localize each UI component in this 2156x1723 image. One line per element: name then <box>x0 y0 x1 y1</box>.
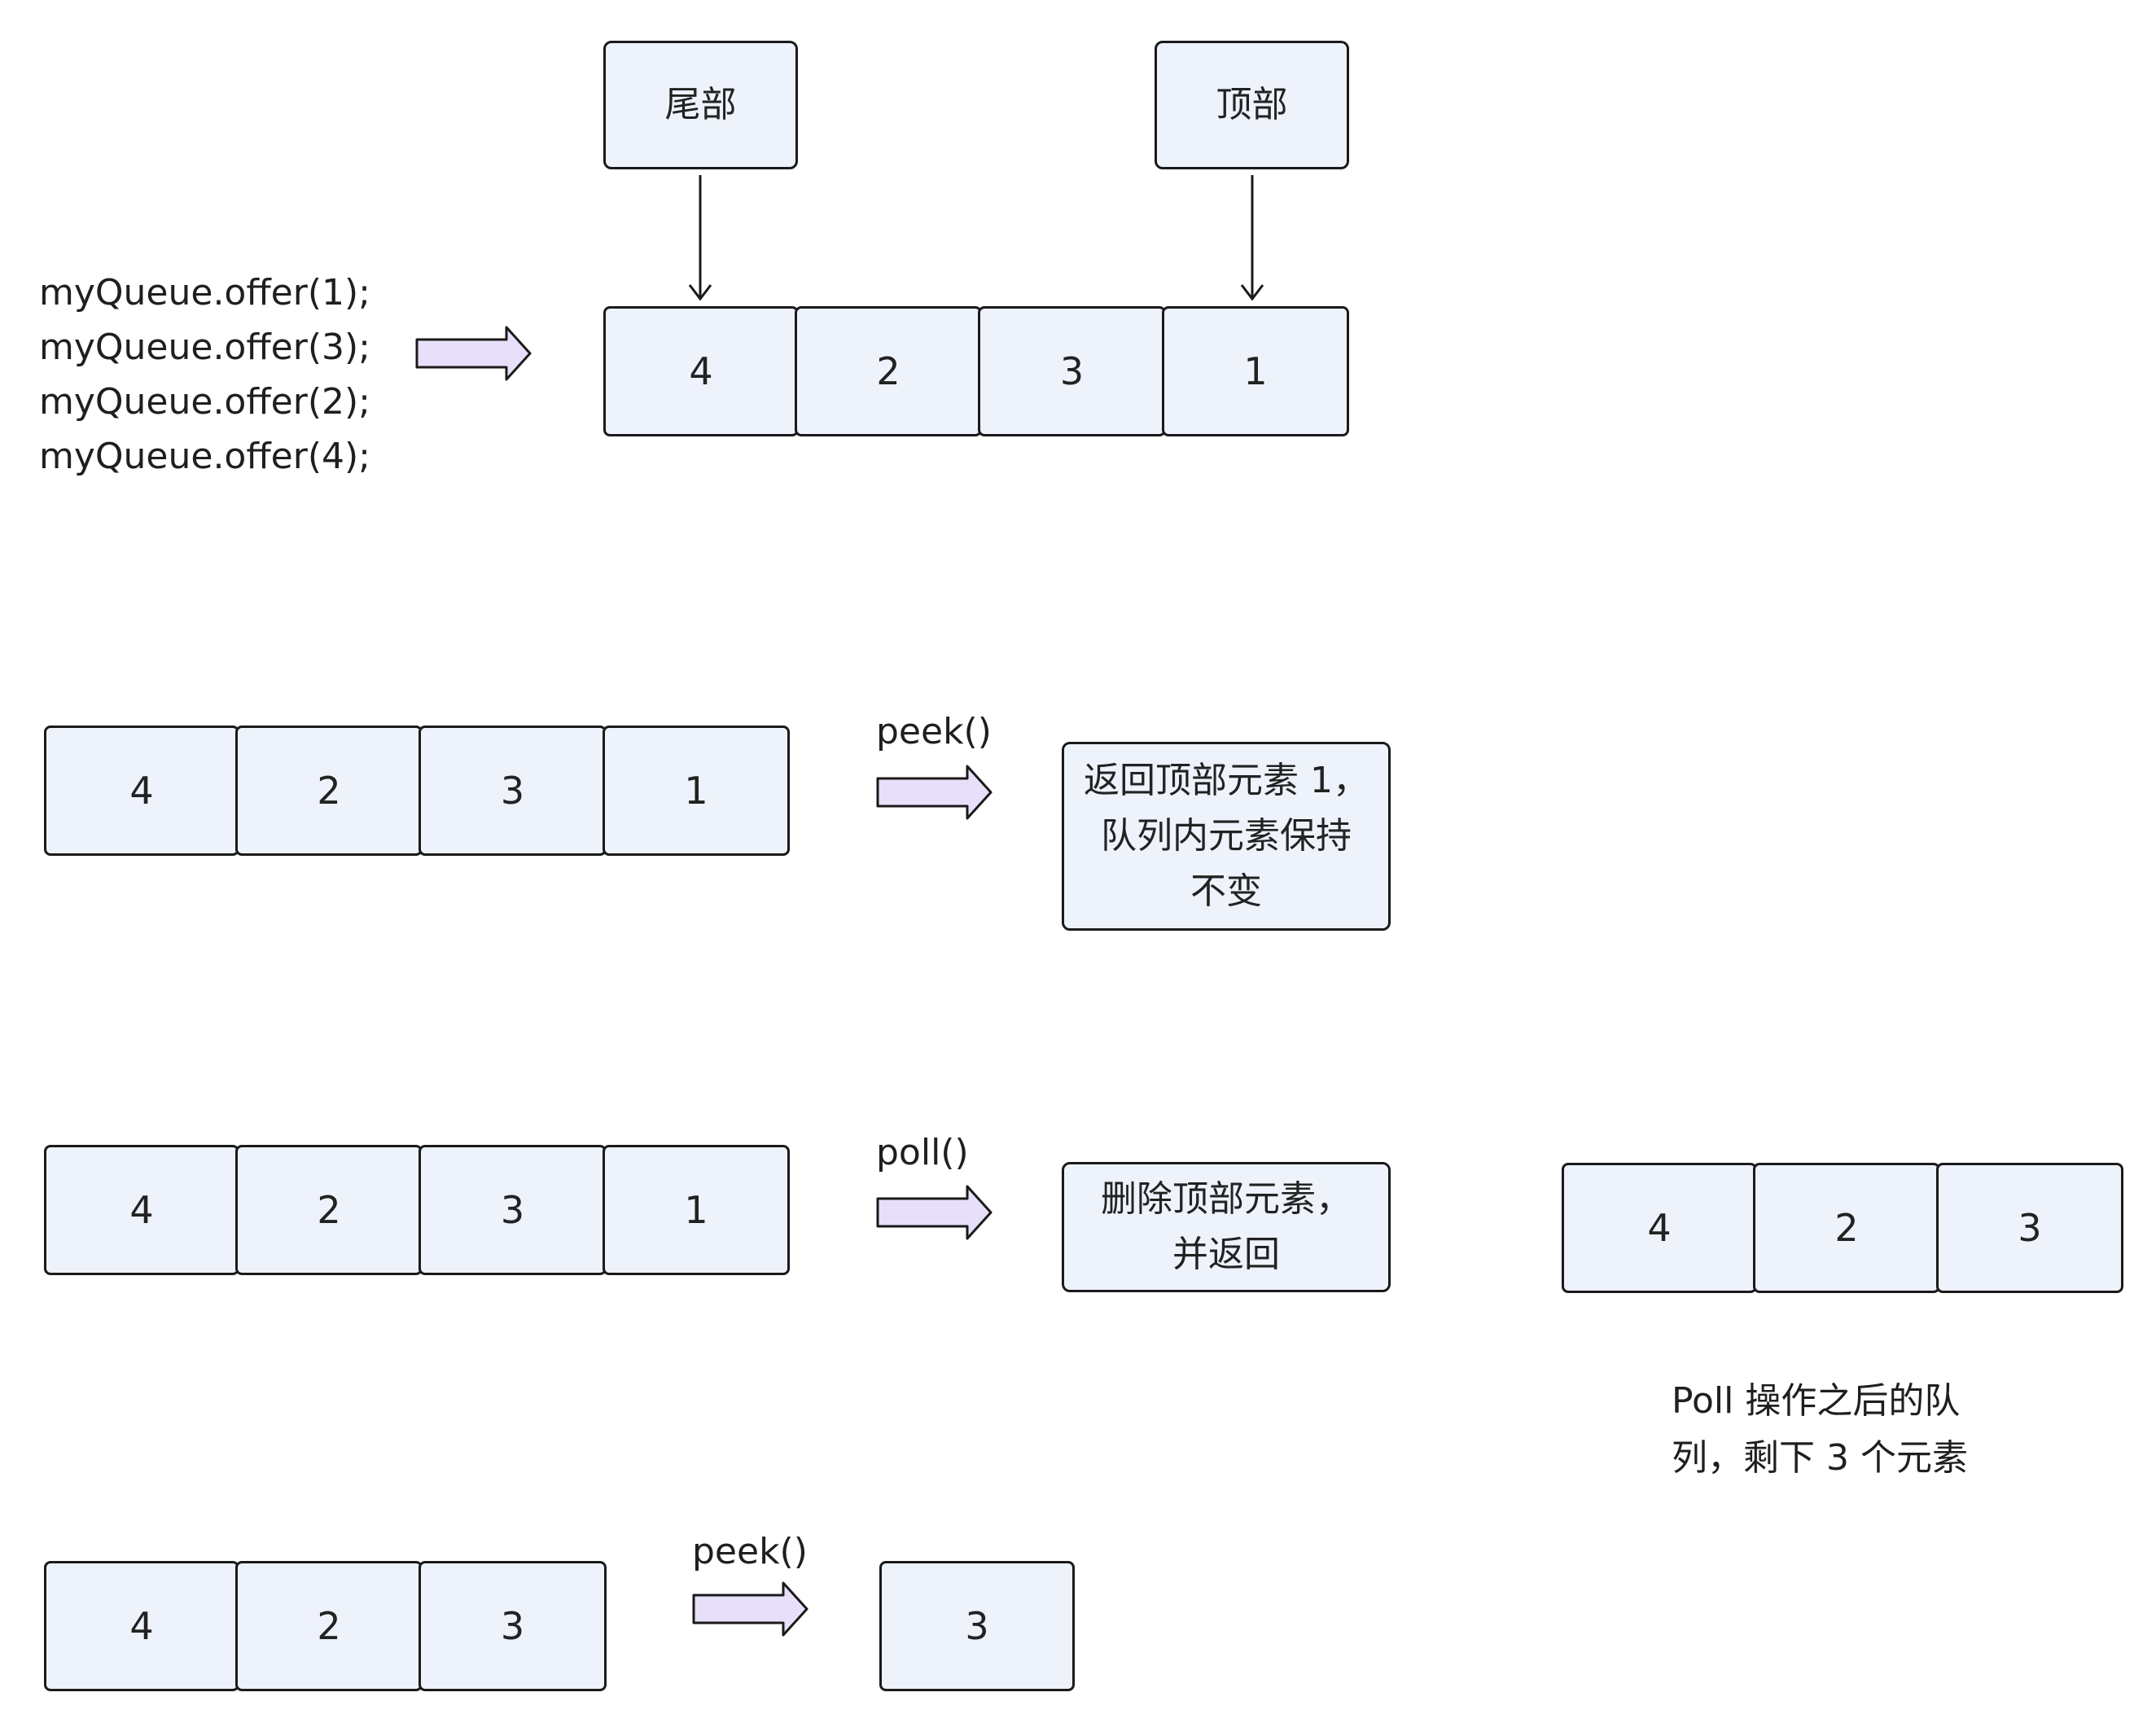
tail-pointer-box: 尾部 <box>603 41 798 169</box>
result-line: 返回顶部元素 1， <box>1084 760 1369 801</box>
peek-result-box: 返回顶部元素 1， 队列内元素保持 不变 <box>1062 742 1391 931</box>
offer-code-block: myQueue.offer(1); myQueue.offer(3); myQu… <box>39 265 370 484</box>
queue-cell: 1 <box>603 726 790 856</box>
cell-value: 4 <box>1647 1206 1672 1250</box>
cell-value: 2 <box>317 1188 341 1232</box>
queue-cell: 3 <box>418 1145 607 1275</box>
head-pointer-box: 顶部 <box>1155 41 1349 169</box>
queue-cell: 2 <box>795 306 982 436</box>
queue-cell: 3 <box>978 306 1166 436</box>
queue-cell: 3 <box>418 1561 607 1691</box>
cell-value: 2 <box>317 769 341 813</box>
cell-value: 3 <box>500 769 525 813</box>
queue-cell: 2 <box>235 1561 423 1691</box>
block-arrow-icon <box>415 326 532 381</box>
queue-cell: 2 <box>1753 1163 1940 1293</box>
result-line: 并返回 <box>1172 1234 1280 1275</box>
queue-cell: 4 <box>44 1561 239 1691</box>
cell-value: 3 <box>965 1604 989 1648</box>
block-arrow-icon <box>692 1581 808 1637</box>
poll-result-box: 删除顶部元素， 并返回 <box>1062 1162 1391 1292</box>
queue-cell: 1 <box>1162 306 1349 436</box>
head-pointer-label: 顶部 <box>1216 84 1288 125</box>
result-line: 删除顶部元素， <box>1101 1178 1352 1220</box>
cell-value: 2 <box>317 1604 341 1648</box>
note-line: Poll 操作之后的队 <box>1672 1380 1961 1422</box>
code-line: myQueue.offer(1); <box>39 272 370 313</box>
queue-cell: 4 <box>603 306 799 436</box>
poll-note: Poll 操作之后的队 列，剩下 3 个元素 <box>1672 1373 1968 1487</box>
cell-value: 2 <box>876 349 901 393</box>
cell-value: 3 <box>2018 1206 2042 1250</box>
cell-value: 3 <box>500 1188 525 1232</box>
code-line: myQueue.offer(4); <box>39 436 370 477</box>
block-arrow-icon <box>876 765 993 820</box>
cell-value: 4 <box>129 1604 154 1648</box>
tail-pointer-label: 尾部 <box>664 84 737 125</box>
queue-cell: 3 <box>418 726 607 856</box>
cell-value: 1 <box>684 769 708 813</box>
queue-cell: 4 <box>44 726 239 856</box>
peek-op-label-2: peek() <box>692 1531 808 1572</box>
cell-value: 3 <box>500 1604 525 1648</box>
code-line: myQueue.offer(2); <box>39 381 370 423</box>
peek-op-label: peek() <box>876 711 992 752</box>
queue-cell: 3 <box>1936 1163 2123 1293</box>
queue-cell: 1 <box>603 1145 790 1275</box>
code-line: myQueue.offer(3); <box>39 327 370 368</box>
cell-value: 4 <box>129 769 154 813</box>
queue-cell: 2 <box>235 726 423 856</box>
block-arrow-icon <box>876 1185 993 1240</box>
cell-value: 4 <box>689 349 713 393</box>
cell-value: 2 <box>1834 1206 1859 1250</box>
queue-cell: 2 <box>235 1145 423 1275</box>
peek-result-cell: 3 <box>879 1561 1075 1691</box>
note-line: 列，剩下 3 个元素 <box>1672 1437 1968 1479</box>
poll-op-label: poll() <box>876 1132 969 1173</box>
cell-value: 1 <box>684 1188 708 1232</box>
result-line: 不变 <box>1190 870 1262 912</box>
queue-cell: 4 <box>44 1145 239 1275</box>
cell-value: 4 <box>129 1188 154 1232</box>
cell-value: 3 <box>1059 349 1085 393</box>
cell-value: 1 <box>1243 349 1268 393</box>
queue-cell: 4 <box>1562 1163 1757 1293</box>
result-line: 队列内元素保持 <box>1101 815 1352 857</box>
